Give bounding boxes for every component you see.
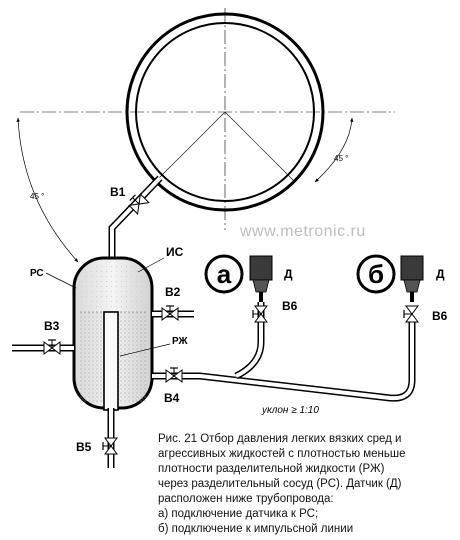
scheme-a-badge: а xyxy=(204,254,244,294)
line-a xyxy=(234,302,265,380)
scheme-a-letter: а xyxy=(217,259,232,289)
pipeline-cross-section xyxy=(20,8,395,230)
scheme-b-letter: б xyxy=(368,259,384,289)
angle-label-left: 45 ° xyxy=(30,192,44,201)
valve-v1 xyxy=(128,193,150,215)
leader-rzh xyxy=(119,343,171,357)
angle-arc-right: 45 ° xyxy=(314,117,354,183)
sensor-label-a: Д xyxy=(284,267,293,281)
valve-label-v4: В4 xyxy=(164,391,180,405)
caption-line-2: агрессивных жидкостей с плотностью меньш… xyxy=(158,448,406,460)
valve-label-v5: В5 xyxy=(76,440,92,454)
watermark: www.metronic.ru xyxy=(239,223,366,240)
impulse-tap-line xyxy=(108,175,163,258)
separation-vessel xyxy=(72,256,154,411)
valve-label-v1: В1 xyxy=(110,185,126,199)
caption-line-4: через разделительный сосуд (РС). Датчик … xyxy=(158,478,402,490)
valve-label-v6b: В6 xyxy=(432,309,448,323)
angle-label-right: 45 ° xyxy=(334,154,348,163)
valve-v3 xyxy=(43,339,61,355)
sensor-b: Д xyxy=(400,255,445,302)
slope-label: уклон ≥ 1:10 xyxy=(261,405,319,416)
caption-line-1: Рис. 21 Отбор давления легких вязких сре… xyxy=(158,433,401,445)
caption-line-7: б) подключение к импульсной линии xyxy=(158,523,353,535)
vessel-label-rs: РС xyxy=(30,268,44,279)
sensor-label-b: Д xyxy=(436,267,445,281)
valve-v6a xyxy=(252,305,268,323)
caption-line-6: а) подключение датчика к РС; xyxy=(158,508,318,520)
valve-v6b xyxy=(403,305,419,323)
valve-v5 xyxy=(102,437,118,455)
valve-v2 xyxy=(161,305,179,321)
figure-caption: Рис. 21 Отбор давления легких вязких сре… xyxy=(158,433,406,535)
valve-label-v3: В3 xyxy=(44,319,60,333)
valve-v4 xyxy=(165,367,183,383)
vessel-label-is: ИС xyxy=(166,245,184,259)
leader-rs xyxy=(45,272,77,289)
caption-line-3: плотности разделительной жидкости (РЖ) xyxy=(158,463,385,475)
scheme-b-badge: б xyxy=(356,254,396,294)
valve-label-v6a: В6 xyxy=(282,299,298,313)
leader-is xyxy=(137,257,165,273)
sensor-a: Д xyxy=(249,255,293,302)
valve-label-v2: В2 xyxy=(165,285,181,299)
angle-arc-left: 45 ° xyxy=(16,117,79,263)
caption-line-5: расположен ниже трубопровода: xyxy=(158,493,334,505)
vessel-label-rzh: РЖ xyxy=(172,336,189,347)
impulse-line-b xyxy=(152,322,416,402)
